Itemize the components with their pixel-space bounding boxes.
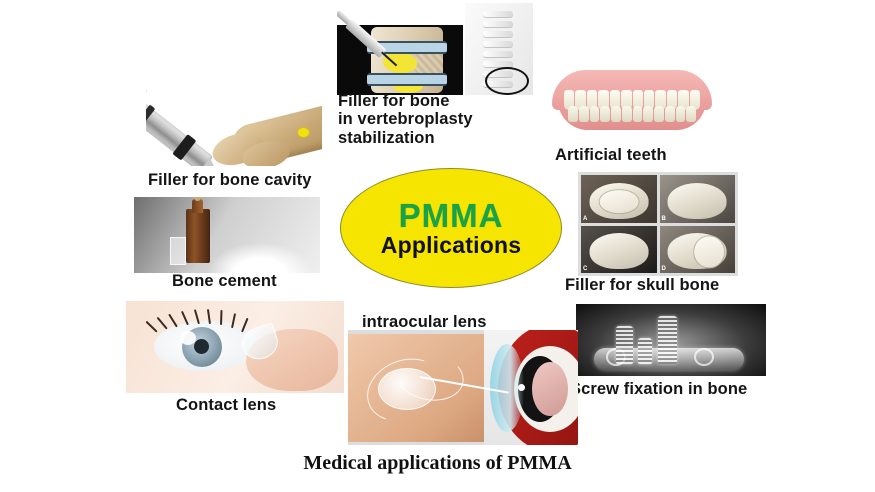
image-contact-lens-eye	[126, 301, 344, 393]
amber-ampoule	[186, 209, 210, 263]
vertebral-fracture	[415, 53, 443, 73]
label-filler-for-bone-cavity: Filler for bone cavity	[148, 171, 312, 189]
label-intraocular-lens: intraocular lens	[362, 313, 487, 331]
pmma-applications-hub: PMMA Applications	[340, 168, 562, 288]
screw-1	[616, 326, 633, 364]
ampoule-tip	[194, 197, 201, 201]
hub-subtitle: Applications	[380, 232, 522, 258]
skull-panel-a: A	[581, 175, 657, 223]
glass-vial	[170, 237, 186, 265]
image-bone-screws	[576, 304, 766, 376]
image-vertebroplasty	[337, 3, 533, 95]
panel-tag-b: B	[661, 215, 666, 222]
label-screw-fixation-in-bone: Screw fixation in bone	[570, 380, 748, 398]
image-bone-cement	[134, 197, 320, 273]
spine-photo	[465, 3, 533, 95]
panel-tag-a: A	[583, 215, 588, 222]
callout-dot	[518, 384, 525, 391]
lower-tooth-row	[568, 106, 696, 122]
figure-caption: Medical applications of PMMA	[303, 452, 572, 474]
skull-panel-c: C	[581, 225, 657, 273]
screw-3	[658, 316, 677, 364]
image-skull-implants: A B C D	[578, 172, 738, 276]
implanted-lens-capsule	[532, 362, 568, 416]
label-filler-for-skull-bone: Filler for skull bone	[565, 276, 720, 294]
image-syringe-injecting-bone	[146, 38, 322, 166]
injected-cement	[383, 53, 417, 73]
panel-tag-d: D	[661, 266, 666, 272]
upper-tooth-row	[564, 90, 701, 110]
intervertebral-disc-upper	[367, 41, 447, 54]
skull-panel-d: D	[659, 225, 735, 273]
panel-tag-c: C	[583, 266, 588, 272]
intervertebral-disc-lower	[367, 73, 447, 86]
label-artificial-teeth: Artificial teeth	[555, 146, 667, 164]
skull-panel-b: B	[659, 175, 735, 223]
screw-2	[638, 338, 652, 364]
highlight-ellipse	[485, 67, 529, 95]
image-intraocular-lens	[348, 330, 578, 445]
ampoule-neck	[192, 199, 203, 213]
image-denture	[540, 48, 722, 143]
label-bone-cement: Bone cement	[172, 272, 277, 290]
label-filler-for-bone-vertebroplasty: Filler for bone in vertebroplasty stabil…	[338, 92, 473, 147]
eyelashes	[145, 309, 264, 333]
hub-title: PMMA	[398, 197, 504, 234]
eye-cross-section-diagram	[484, 330, 578, 445]
pupil	[194, 339, 209, 354]
label-contact-lens: Contact lens	[176, 396, 277, 414]
pmma-powder-pile	[208, 243, 312, 273]
iol-optic	[378, 368, 436, 410]
corneal-reflection	[180, 331, 196, 345]
cement-filled-cavity	[298, 128, 309, 137]
